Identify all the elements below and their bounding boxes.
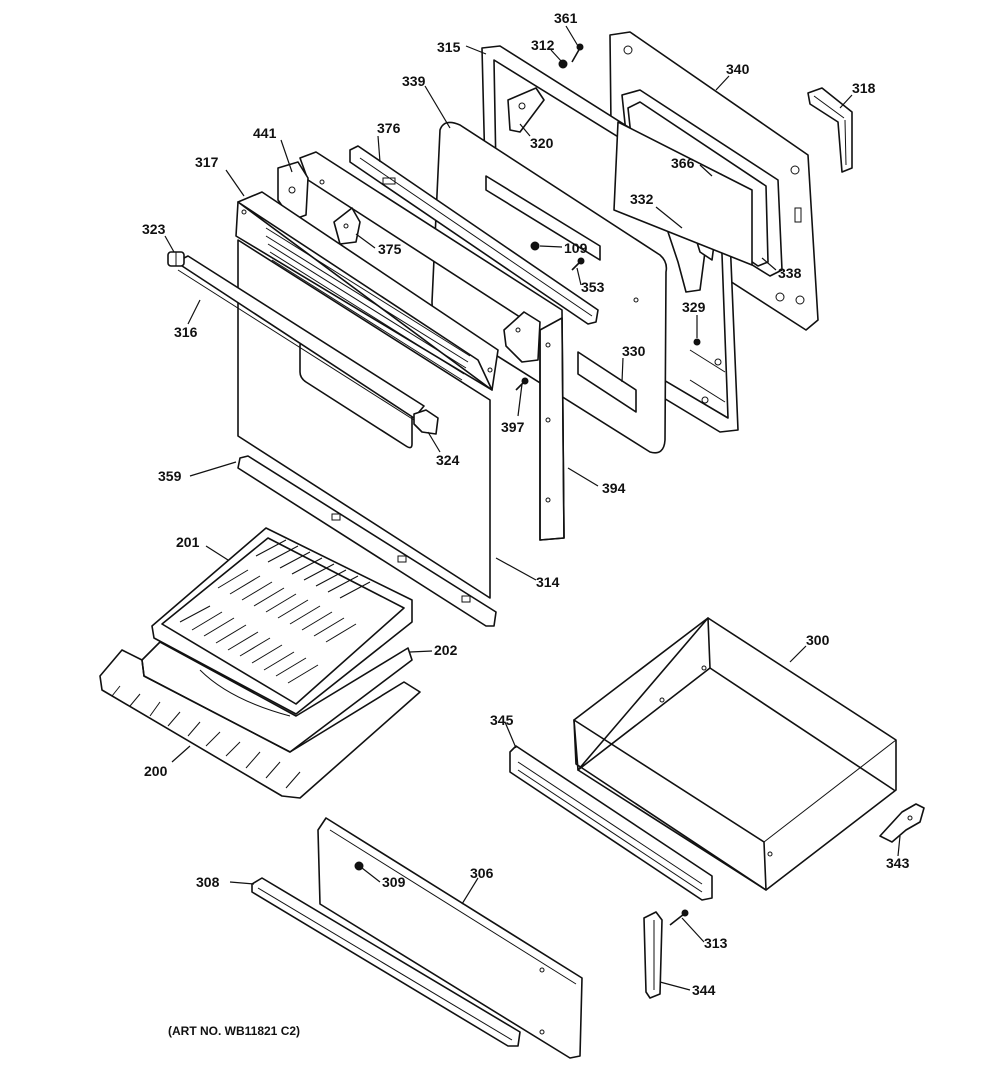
label-338: 338 bbox=[778, 265, 802, 281]
label-202: 202 bbox=[434, 642, 458, 658]
label-366: 366 bbox=[671, 155, 695, 171]
label-340: 340 bbox=[726, 61, 750, 77]
label-330: 330 bbox=[622, 343, 646, 359]
window-frame-330 bbox=[577, 351, 637, 413]
label-318: 318 bbox=[852, 80, 876, 96]
label-308: 308 bbox=[196, 874, 220, 890]
screw-353 bbox=[571, 257, 585, 271]
label-320: 320 bbox=[530, 135, 554, 151]
drawer-trim-308 bbox=[251, 877, 521, 1047]
label-361: 361 bbox=[554, 10, 578, 26]
door-top-trim-317 bbox=[235, 191, 499, 391]
label-339: 339 bbox=[402, 73, 426, 89]
handle-end-cap-324 bbox=[413, 409, 439, 435]
gasket-bracket-318 bbox=[807, 87, 853, 173]
label-317: 317 bbox=[195, 154, 219, 170]
label-329: 329 bbox=[682, 299, 706, 315]
bracket-375 bbox=[333, 207, 361, 245]
oven-rack-200 bbox=[99, 649, 421, 799]
label-345: 345 bbox=[490, 712, 514, 728]
label-306: 306 bbox=[470, 865, 494, 881]
broiler-pan-201 bbox=[151, 527, 413, 715]
label-376: 376 bbox=[377, 120, 401, 136]
door-frame-394 bbox=[299, 151, 565, 541]
handle-end-cap-323 bbox=[167, 251, 185, 267]
label-109: 109 bbox=[564, 240, 588, 256]
label-394: 394 bbox=[602, 480, 626, 496]
screw-361 bbox=[571, 43, 584, 63]
label-359: 359 bbox=[158, 468, 182, 484]
label-309: 309 bbox=[382, 874, 406, 890]
label-314: 314 bbox=[536, 574, 560, 590]
label-323: 323 bbox=[142, 221, 166, 237]
label-324: 324 bbox=[436, 452, 460, 468]
label-201: 201 bbox=[176, 534, 200, 550]
hinge-bracket-right bbox=[503, 311, 541, 363]
screw-309 bbox=[354, 861, 364, 871]
leader-lines bbox=[164, 25, 901, 991]
label-332: 332 bbox=[630, 191, 654, 207]
label-300: 300 bbox=[806, 632, 830, 648]
hinge-bracket-320 bbox=[507, 87, 545, 133]
bracket-441 bbox=[277, 161, 309, 221]
vent-channel-376 bbox=[349, 145, 599, 325]
label-344: 344 bbox=[692, 982, 716, 998]
label-200: 200 bbox=[144, 763, 168, 779]
label-375: 375 bbox=[378, 241, 402, 257]
drawer-box-300 bbox=[573, 617, 897, 891]
drawer-rail-345 bbox=[509, 745, 713, 901]
label-441: 441 bbox=[253, 125, 277, 141]
label-343: 343 bbox=[886, 855, 910, 871]
label-313: 313 bbox=[704, 935, 728, 951]
drawer-clip-343 bbox=[879, 803, 925, 843]
label-316: 316 bbox=[174, 324, 198, 340]
drawer-glide-344 bbox=[643, 911, 663, 999]
bottom-trim-359 bbox=[237, 455, 497, 627]
drawer-front-306 bbox=[317, 817, 583, 1059]
screw-329 bbox=[693, 338, 701, 346]
screw-397 bbox=[515, 377, 529, 391]
art-number: (ART NO. WB11821 C2) bbox=[168, 1024, 300, 1038]
part-labels: 361 312 315 340 318 339 320 441 376 317 … bbox=[142, 10, 910, 998]
door-liner-338 bbox=[613, 121, 753, 266]
label-312: 312 bbox=[531, 37, 555, 53]
screw-313 bbox=[669, 909, 689, 926]
label-397: 397 bbox=[501, 419, 525, 435]
label-353: 353 bbox=[581, 279, 605, 295]
washer-109 bbox=[530, 241, 540, 251]
label-315: 315 bbox=[437, 39, 461, 55]
washer-312 bbox=[558, 59, 568, 69]
